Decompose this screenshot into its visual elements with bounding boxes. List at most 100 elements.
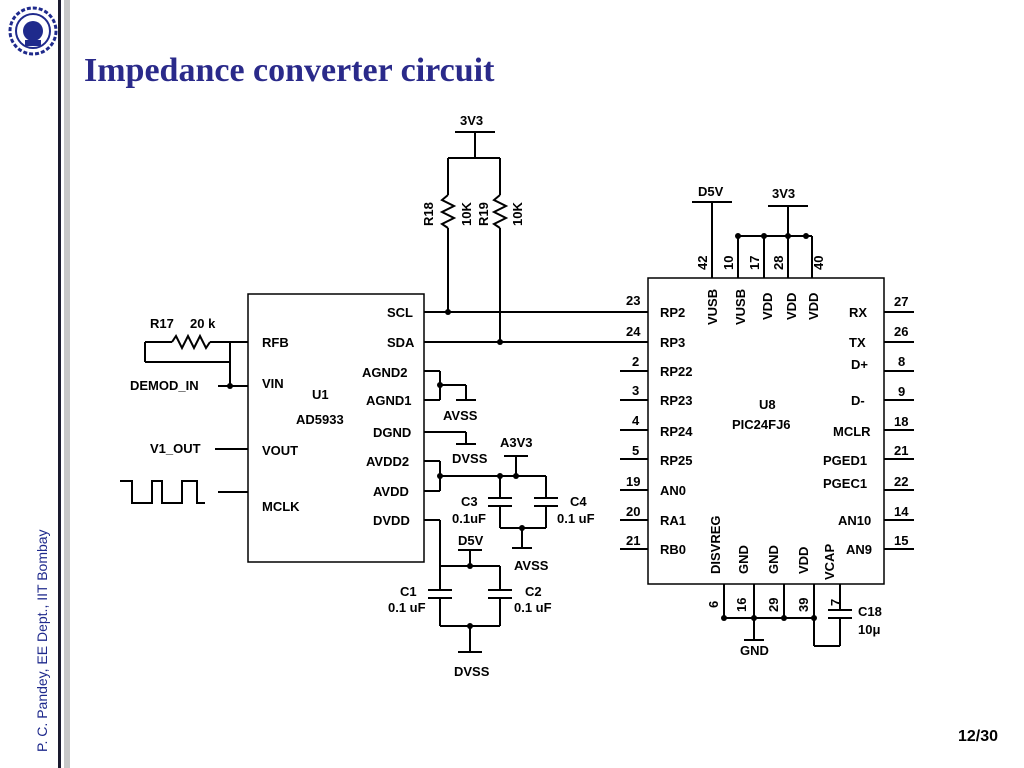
u1-name: U1 [312, 387, 329, 402]
u8-top-pin-vusb-2: VUSB [733, 289, 748, 325]
u8-left-pin-rp3: RP3 [660, 335, 685, 350]
c4-value: 0.1 uF [557, 511, 595, 526]
u8-top-pin-vusb-1: VUSB [705, 289, 720, 325]
u8-bottom-pin-num-29: 29 [766, 598, 781, 612]
iit-bombay-seal-icon [8, 6, 58, 56]
u8-top-pin-vdd-1: VDD [760, 293, 775, 320]
u1-pin-avdd2: AVDD2 [366, 454, 409, 469]
u8-left-pin-num-2: 2 [632, 354, 639, 369]
net-label-3v3-top: 3V3 [460, 113, 483, 128]
u1-pin-avdd: AVDD [373, 484, 409, 499]
r19-resistor [491, 194, 509, 229]
c18-value: 10μ [858, 622, 880, 637]
sidebar: P. C. Pandey, EE Dept., IIT Bombay [0, 0, 64, 768]
sidebar-bar [64, 0, 70, 768]
u1-pin-agnd1: AGND1 [366, 393, 412, 408]
u8-bottom-pin-vcap: VCAP [822, 544, 837, 580]
u8-right-pin-an10: AN10 [838, 513, 871, 528]
u8-right-pins: RX 27 TX 26 D+ 8 D- 9 MCLR 18 PGED1 21 P… [823, 294, 914, 557]
u8-left-pin-num-21: 21 [626, 533, 640, 548]
u8-right-pin-num-26: 26 [894, 324, 908, 339]
u8-right-pin-pged1: PGED1 [823, 453, 867, 468]
u1-pin-vout: VOUT [262, 443, 298, 458]
net-avss-2: AVSS [514, 558, 549, 573]
sidebar-divider [58, 0, 61, 768]
u8-bottom-pin-num-16: 16 [734, 598, 749, 612]
r19-value: 10K [510, 202, 525, 226]
r18-name: R18 [421, 202, 436, 226]
u8-bottom-pin-num-6: 6 [706, 601, 721, 608]
pullup-network: 3V3 R18 10K R19 10K [421, 113, 525, 342]
u8-right-pin-num-9: 9 [898, 384, 905, 399]
u8-right-pin-num-27: 27 [894, 294, 908, 309]
u8-left-pin-rp23: RP23 [660, 393, 693, 408]
u8-bottom-pin-num-39: 39 [796, 598, 811, 612]
u1-pin-dvdd: DVDD [373, 513, 410, 528]
u8-bottom-pin-disvreg: DISVREG [708, 515, 723, 574]
c2-value: 0.1 uF [514, 600, 552, 615]
c18-name: C18 [858, 604, 882, 619]
u8-bottom-pin-num-7: 7 [828, 599, 843, 606]
net-d5v-pic: D5V [698, 184, 724, 199]
u8-left-pin-num-23: 23 [626, 293, 640, 308]
u8-left-pin-ra1: RA1 [660, 513, 686, 528]
r18-value: 10K [459, 202, 474, 226]
u8-bottom-pin-vdd: VDD [796, 547, 811, 574]
u8-right-pin-num-22: 22 [894, 474, 908, 489]
u8-left-pin-an0: AN0 [660, 483, 686, 498]
net-demod-in: DEMOD_IN [130, 378, 199, 393]
r17-name: R17 [150, 316, 174, 331]
r17-resistor [171, 333, 211, 351]
u8-right-pin-dplus: D+ [851, 357, 868, 372]
u8-right-pin-num-14: 14 [894, 504, 909, 519]
u8-left-pin-num-3: 3 [632, 383, 639, 398]
net-a3v3: A3V3 [500, 435, 533, 450]
c2-name: C2 [525, 584, 542, 599]
u8-left-pin-num-4: 4 [632, 413, 640, 428]
u1-pin-sda: SDA [387, 335, 415, 350]
u8-right-pin-num-15: 15 [894, 533, 908, 548]
u8-left-pin-rp22: RP22 [660, 364, 693, 379]
u8-name: U8 [759, 397, 776, 412]
u8-right-pin-dminus: D- [851, 393, 865, 408]
net-avss-1: AVSS [443, 408, 478, 423]
u8-right-pin-num-18: 18 [894, 414, 908, 429]
clock-waveform [120, 480, 205, 504]
u8-left-pin-rp25: RP25 [660, 453, 693, 468]
r17-value: 20 k [190, 316, 216, 331]
u1-pin-vin: VIN [262, 376, 284, 391]
u8-top-pin-vdd-2: VDD [784, 293, 799, 320]
u1-pin-dgnd: DGND [373, 425, 411, 440]
u8-right-pin-mclr: MCLR [833, 424, 871, 439]
u1-pin-rfb: RFB [262, 335, 289, 350]
u8-top-pin-num-42: 42 [695, 256, 710, 270]
u1-left-wiring: R17 20 k DEMOD_IN V1_OUT [120, 316, 248, 504]
u8-bottom-pin-gnd-2: GND [766, 545, 781, 574]
u1-pin-mclk: MCLK [262, 499, 300, 514]
u8-left-pin-num-5: 5 [632, 443, 639, 458]
u8-left-pin-rb0: RB0 [660, 542, 686, 557]
u1-pin-scl: SCL [387, 305, 413, 320]
u8-left-pin-num-20: 20 [626, 504, 640, 519]
c4-name: C4 [570, 494, 587, 509]
slide-title: Impedance converter circuit [84, 52, 495, 89]
net-gnd: GND [740, 643, 769, 658]
c1-name: C1 [400, 584, 417, 599]
u1-right-wiring: AVSS DVSS A3V3 C3 0.1uF C4 0.1 uF [388, 309, 648, 679]
u8-right-pin-num-21: 21 [894, 443, 908, 458]
r18-resistor [439, 194, 457, 229]
u8-top-pin-num-10: 10 [721, 256, 736, 270]
u8-right-pin-an9: AN9 [846, 542, 872, 557]
u8-chip: U8 PIC24FJ6 D5V 3V3 42 10 17 28 40 VUSB … [620, 184, 914, 658]
net-v1-out: V1_OUT [150, 441, 201, 456]
c3-value: 0.1uF [452, 511, 486, 526]
u1-chip: U1 AD5933 RFB VIN VOUT MCLK SCL SDA AGND… [247, 293, 425, 563]
u1-part: AD5933 [296, 412, 344, 427]
u1-pin-agnd2: AGND2 [362, 365, 408, 380]
page-number: 12/30 [958, 728, 999, 745]
u8-left-pin-rp2: RP2 [660, 305, 685, 320]
u8-top-pin-vdd-3: VDD [806, 293, 821, 320]
u8-top-pin-num-40: 40 [811, 256, 826, 270]
net-dvss-2: DVSS [454, 664, 490, 679]
u8-left-pins: 23 RP2 24 RP3 2 RP22 3 RP23 4 RP24 5 RP2… [620, 293, 693, 557]
